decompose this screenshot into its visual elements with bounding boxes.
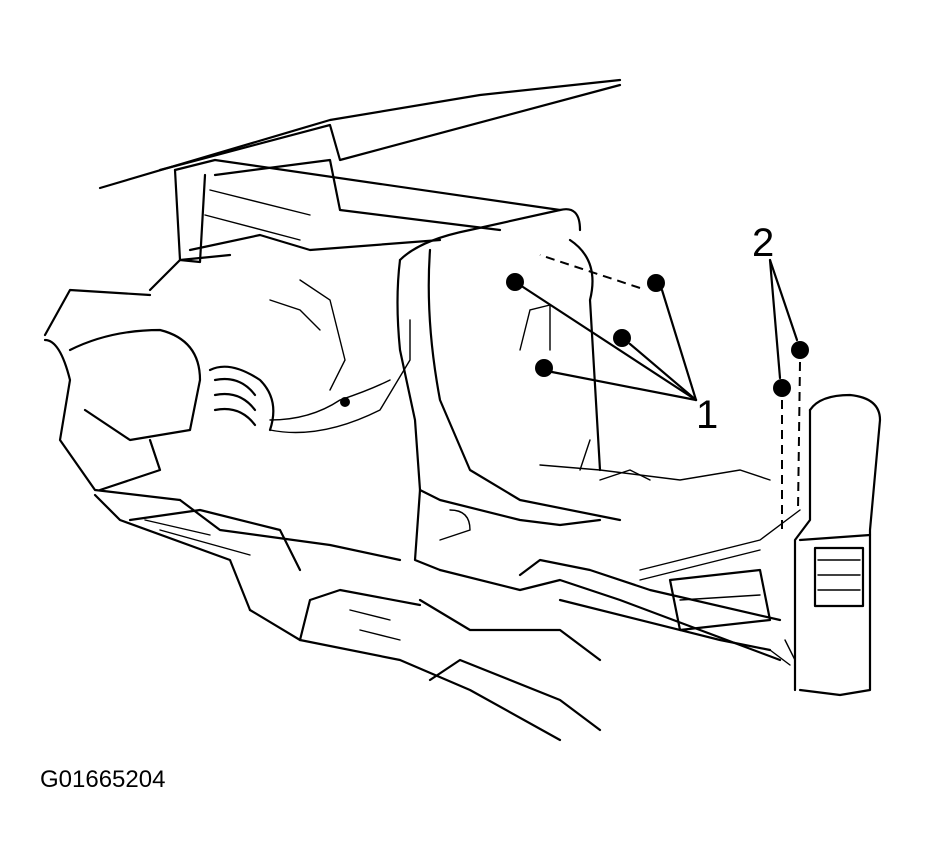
callout-1: 1 xyxy=(696,393,718,437)
upper-body-panel xyxy=(43,78,622,337)
fasteners-group-2 xyxy=(773,341,809,530)
b-pillar-and-rocker xyxy=(396,208,782,662)
leader-lines-2 xyxy=(768,258,799,380)
quarter-trim-panel xyxy=(668,393,882,697)
callout-2: 2 xyxy=(752,221,774,265)
retractor-and-harness xyxy=(208,279,801,581)
leader-lines-1 xyxy=(521,285,698,402)
floor-and-wheelhouse xyxy=(43,328,602,742)
figure-id: G01665204 xyxy=(40,766,166,793)
fasteners-group-1 xyxy=(506,254,665,377)
